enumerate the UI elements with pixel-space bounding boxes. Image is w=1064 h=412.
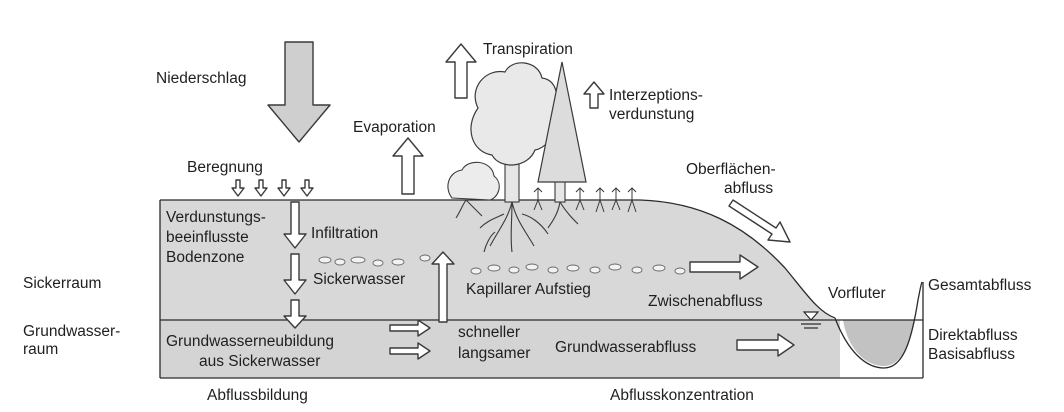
label-interzeption-2: verdunstung	[609, 106, 694, 123]
label-verdunstung-1: Verdunstungs-	[166, 209, 266, 226]
label-gesamtabfluss: Gesamtabfluss	[928, 277, 1032, 294]
label-oberflaechen-1: Oberflächen-	[686, 161, 776, 178]
label-oberflaechen-2: abfluss	[724, 180, 773, 197]
label-basisabfluss: Basisabfluss	[928, 346, 1015, 363]
label-kapillarer-aufstieg: Kapillarer Aufstieg	[466, 281, 591, 298]
label-verdunstung-2: beeinflusste	[166, 229, 249, 246]
label-transpiration: Transpiration	[483, 41, 573, 58]
label-grundwasserraum-2: raum	[23, 341, 58, 358]
label-infiltration: Infiltration	[311, 225, 378, 242]
label-grundwasserraum-1: Grundwasser-	[23, 323, 120, 340]
evaporation-arrow	[393, 138, 423, 194]
label-gwneubildung-2: aus Sickerwasser	[199, 353, 320, 370]
label-zwischenabfluss: Zwischenabfluss	[648, 293, 763, 310]
label-evaporation: Evaporation	[353, 119, 436, 136]
label-langsamer: langsamer	[458, 345, 530, 362]
label-sickerraum: Sickerraum	[23, 275, 101, 292]
label-beregnung: Beregnung	[187, 159, 263, 176]
label-direktabfluss: Direktabfluss	[928, 327, 1018, 344]
transpiration-arrow	[446, 44, 476, 98]
label-abflusskonzentration: Abflusskonzentration	[610, 387, 754, 404]
label-interzeption-1: Interzeptions-	[609, 87, 703, 104]
label-grundwasserabfluss: Grundwasserabfluss	[555, 339, 697, 356]
interception-evaporation-arrow	[584, 82, 604, 108]
bush	[448, 162, 499, 200]
label-gwneubildung-1: Grundwasserneubildung	[166, 333, 334, 350]
label-sickerwasser: Sickerwasser	[313, 271, 405, 288]
label-vorfluter: Vorfluter	[828, 285, 886, 302]
label-schneller: schneller	[458, 324, 520, 341]
label-niederschlag: Niederschlag	[156, 70, 246, 87]
irrigation-arrows	[232, 180, 313, 196]
river-water	[843, 320, 914, 366]
precipitation-arrow	[268, 42, 330, 142]
label-verdunstung-3: Bodenzone	[166, 249, 244, 266]
label-abflussbildung: Abflussbildung	[207, 387, 308, 404]
